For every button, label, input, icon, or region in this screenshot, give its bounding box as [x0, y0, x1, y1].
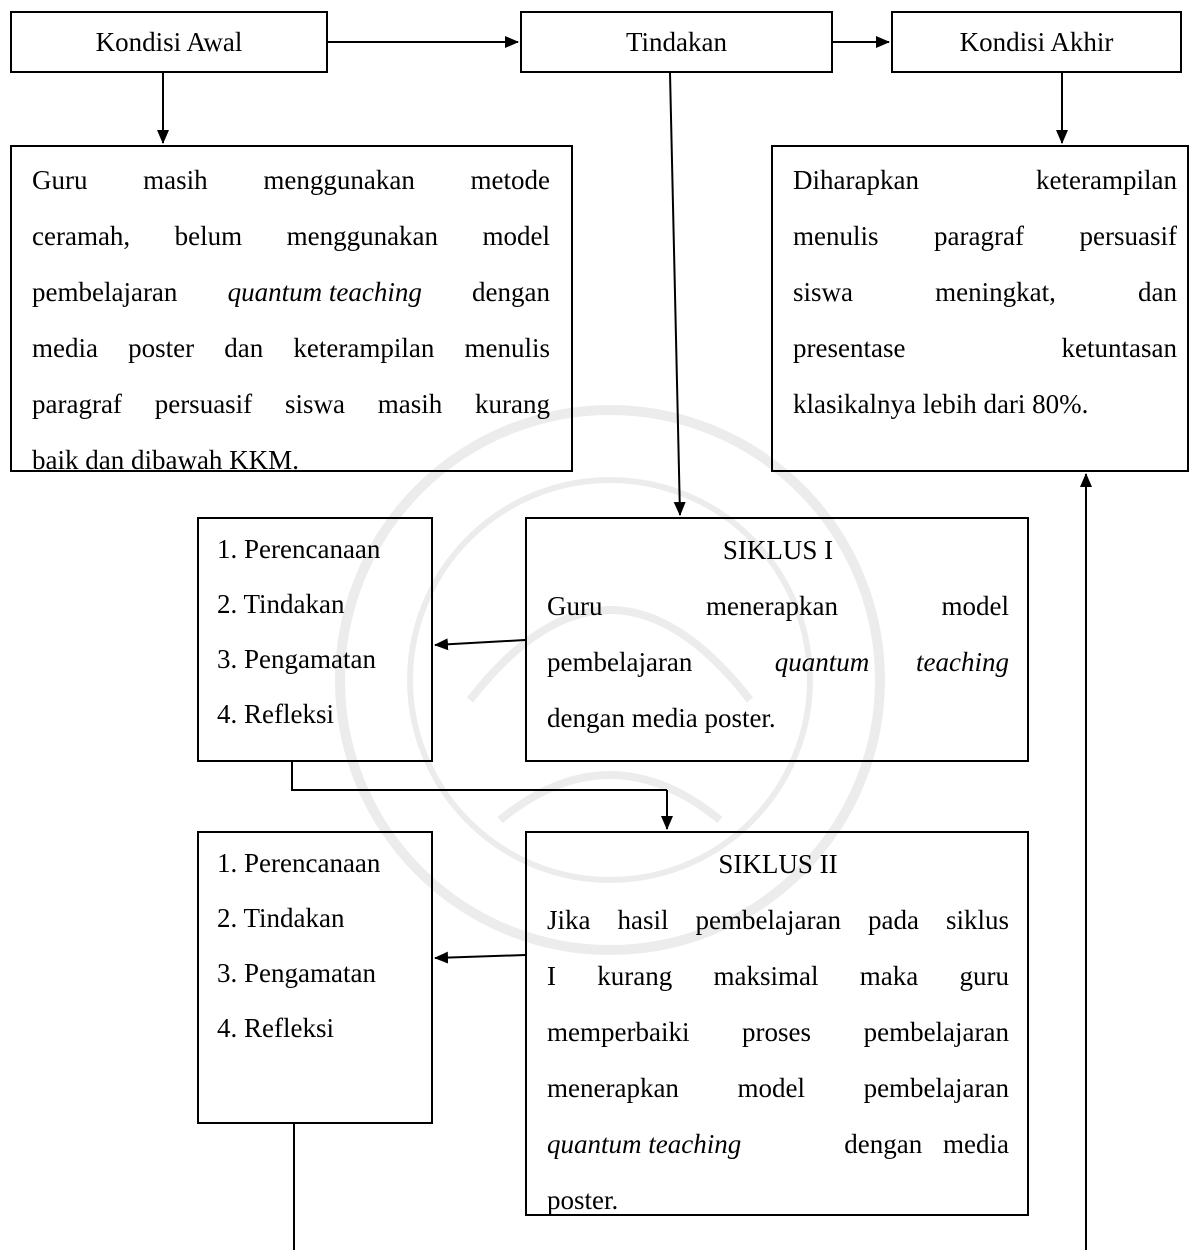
awal-line: pembelajaran quantum teaching dengan: [32, 264, 550, 320]
quantum-teaching-term: quantum teaching: [227, 277, 422, 307]
kondisi-awal-box: Kondisi Awal: [10, 11, 328, 73]
kondisi-akhir-description-box: Diharapkan keterampilan menulis paragraf…: [771, 145, 1189, 472]
kondisi-awal-label: Kondisi Awal: [95, 26, 243, 57]
step-refleksi: 4. Refleksi: [217, 699, 334, 729]
connector-steps1-to-siklus2: [291, 762, 667, 791]
university-seal-watermark: [335, 405, 885, 955]
kondisi-awal-description-box: Guru masih menggunakan metode ceramah, b…: [10, 145, 573, 475]
akhir-line: klasikalnya lebih dari 80%.: [793, 389, 1089, 419]
step-refleksi: 4. Refleksi: [217, 1013, 334, 1043]
step-perencanaan: 1. Perencanaan: [217, 848, 381, 878]
awal-line: Guru masih menggunakan metode: [32, 165, 550, 195]
siklus-1-line-part: pembelajaran: [547, 647, 693, 677]
step-perencanaan: 1. Perencanaan: [217, 534, 381, 564]
siklus-1-line: Guru menerapkan model: [547, 591, 1009, 621]
siklus-1-title: SIKLUS I: [722, 535, 834, 565]
awal-line: paragraf persuasif siswa masih kurang: [32, 389, 550, 419]
arrow-siklus1-to-steps1: [434, 638, 526, 651]
tindakan-box: Tindakan: [520, 11, 833, 73]
steps-box-2: 1. Perencanaan 2. Tindakan 3. Pengamatan…: [197, 831, 433, 1124]
akhir-line: Diharapkan keterampilan: [793, 165, 1177, 195]
siklus-2-line: quantum teaching dengan media: [547, 1116, 1009, 1172]
akhir-line: siswa meningkat, dan: [793, 277, 1177, 307]
siklus-2-line: memperbaiki proses pembelajaran: [547, 1017, 1009, 1047]
siklus-1-line: pembelajaran quantum teaching: [547, 634, 1009, 690]
siklus-2-title: SIKLUS II: [718, 849, 838, 879]
siklus-2-line: poster.: [547, 1185, 619, 1215]
siklus-1-box: SIKLUS I Guru menerapkan model pembelaja…: [525, 517, 1029, 762]
awal-line-part: pembelajaran: [32, 277, 185, 307]
awal-line: media poster dan keterampilan menulis: [32, 333, 550, 363]
step-tindakan: 2. Tindakan: [217, 903, 345, 933]
siklus-2-line: I kurang maksimal maka guru: [547, 961, 1009, 991]
akhir-line: menulis paragraf persuasif: [793, 221, 1177, 251]
tindakan-label: Tindakan: [625, 26, 727, 57]
awal-line: baik dan dibawah KKM.: [32, 445, 299, 475]
step-pengamatan: 3. Pengamatan: [217, 644, 376, 674]
arrow-tindakan-to-siklus1: [669, 72, 686, 516]
siklus-2-line-part: dengan media: [823, 1129, 1009, 1159]
siklus-2-line: menerapkan model pembelajaran: [547, 1073, 1009, 1103]
step-tindakan: 2. Tindakan: [217, 589, 345, 619]
siklus-2-box: SIKLUS II Jika hasil pembelajaran pada s…: [525, 831, 1029, 1216]
quantum-teaching-term: quantum teaching: [774, 647, 1009, 677]
kondisi-akhir-label: Kondisi Akhir: [959, 26, 1114, 57]
steps-box-1: 1. Perencanaan 2. Tindakan 3. Pengamatan…: [197, 517, 433, 762]
quantum-teaching-term: quantum teaching: [547, 1129, 742, 1159]
awal-line: ceramah, belum menggunakan model: [32, 221, 550, 251]
akhir-line: presentase ketuntasan: [793, 333, 1177, 363]
siklus-1-line: dengan media poster.: [547, 703, 776, 733]
siklus-2-line: Jika hasil pembelajaran pada siklus: [547, 905, 1009, 935]
arrow-siklus2-to-steps2: [434, 951, 526, 964]
awal-line-part: dengan: [465, 277, 550, 307]
step-pengamatan: 3. Pengamatan: [217, 958, 376, 988]
kondisi-akhir-box: Kondisi Akhir: [891, 11, 1182, 73]
